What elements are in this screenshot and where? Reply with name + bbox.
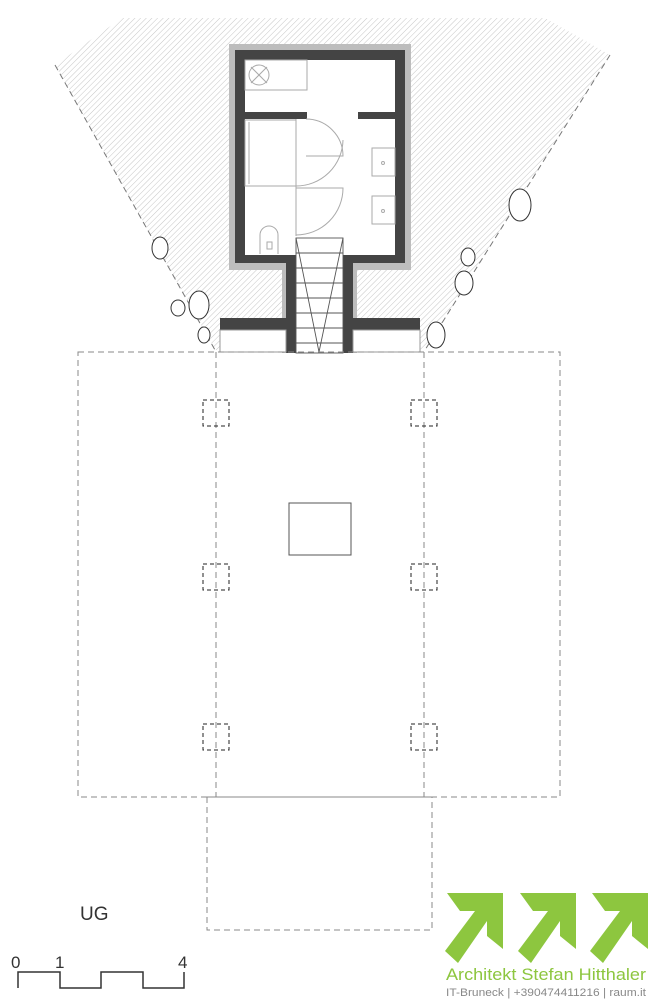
scale-label-1: 1	[55, 953, 64, 972]
architect-contact: IT-Bruneck | +390474411216 | raum.it	[446, 987, 646, 999]
building-walls	[219, 44, 421, 353]
door-swing	[295, 187, 344, 236]
arrow-icon	[518, 893, 576, 963]
scale-bar: 0 1 4	[11, 953, 187, 989]
roof-outline	[77, 351, 561, 931]
door-swing	[295, 139, 344, 187]
rocks	[151, 188, 532, 349]
scale-label-0: 0	[11, 953, 20, 972]
skylight	[288, 502, 352, 556]
arrow-icon	[445, 893, 503, 963]
sink	[371, 195, 396, 225]
boiler	[244, 59, 308, 91]
fixtures	[244, 59, 396, 254]
level-label: UG	[80, 904, 109, 925]
architect-name: Architekt Stefan Hitthaler	[446, 966, 647, 984]
architect-logo: Architekt Stefan Hitthaler IT-Bruneck | …	[445, 893, 648, 999]
columns	[202, 399, 438, 751]
boiler-icon	[248, 64, 270, 86]
scale-label-4: 4	[178, 953, 187, 972]
arrow-icon	[590, 893, 648, 963]
toilet	[259, 225, 279, 254]
door-swing	[305, 118, 344, 157]
sink	[371, 147, 396, 177]
